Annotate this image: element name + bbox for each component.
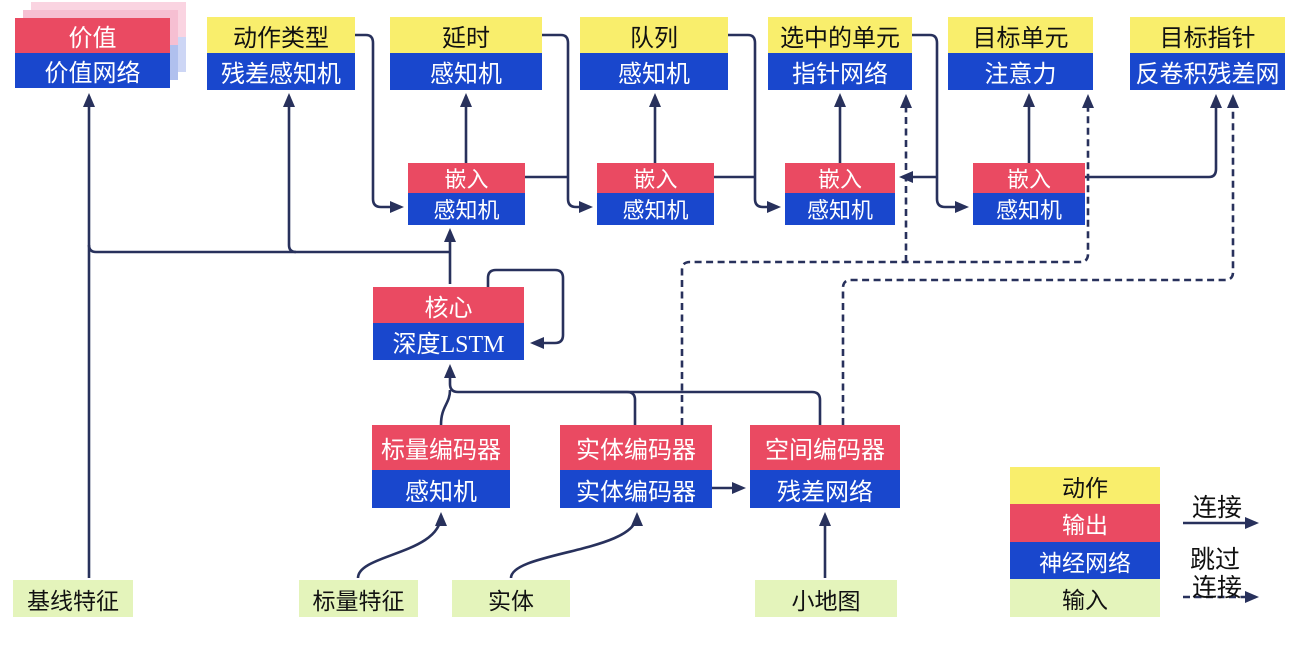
embed-3-network-label: 感知机 — [806, 198, 873, 223]
edge-delay-to-embed2 — [542, 33, 593, 213]
embed-4-network-label: 感知机 — [995, 198, 1062, 223]
input-entities-label: 实体 — [488, 588, 534, 614]
head-action-type-label: 动作类型 — [233, 25, 329, 52]
skip-entity-to-target-unit — [680, 94, 1094, 425]
embed-1: 嵌入 感知机 — [408, 163, 525, 225]
edge-embed4-to-target-point — [1085, 94, 1222, 179]
head-selected-units: 选中的单元 指针网络 — [768, 17, 912, 90]
encoder-spatial: 空间编码器 残差网络 — [750, 425, 900, 508]
edge-core-to-action-type — [283, 93, 297, 254]
head-target-point: 目标指针 反卷积残差网 — [1130, 17, 1285, 90]
input-baseline-features-label: 基线特征 — [27, 588, 119, 614]
encoder-spatial-label: 空间编码器 — [765, 438, 885, 464]
edge-spatial-encoder-to-core — [444, 364, 822, 425]
edge-selected-units-to-embed4 — [912, 33, 969, 213]
embed-3: 嵌入 感知机 — [785, 163, 895, 225]
legend-solid-arrow-label: 连接 — [1192, 495, 1243, 522]
input-minimap: 小地图 — [755, 580, 897, 617]
input-baseline-features: 基线特征 — [13, 580, 133, 617]
head-value-output-label: 价值 — [68, 26, 117, 52]
edge-core-output-left — [87, 244, 450, 254]
embed-4-label: 嵌入 — [1006, 167, 1051, 192]
edge-scalar-features-to-encoder — [356, 512, 447, 579]
head-target-unit-label: 目标单元 — [972, 25, 1069, 52]
embed-3-label: 嵌入 — [817, 167, 862, 192]
head-action-type-network-label: 残差感知机 — [221, 62, 341, 88]
encoder-entity-network-label: 实体编码器 — [576, 479, 696, 506]
head-target-unit: 目标单元 注意力 — [948, 17, 1093, 90]
head-selected-units-network-label: 指针网络 — [792, 62, 888, 88]
core-label: 核心 — [424, 295, 473, 322]
legend-input-label: 输入 — [1062, 588, 1108, 613]
input-scalar-features-label: 标量特征 — [312, 588, 405, 614]
head-action-type: 动作类型 残差感知机 — [207, 17, 355, 90]
edge-scalar-encoder-to-core — [439, 389, 452, 426]
legend-dashed-arrow-label-line1: 跳过 — [1190, 547, 1241, 574]
legend-action-label: 动作 — [1062, 475, 1108, 501]
head-selected-units-label: 选中的单元 — [780, 25, 900, 52]
legend-network-label: 神经网络 — [1039, 550, 1131, 576]
legend-dashed-arrow-label-line2: 连接 — [1192, 575, 1243, 602]
edge-action-type-to-embed1 — [355, 33, 404, 213]
input-scalar-features: 标量特征 — [299, 580, 418, 617]
head-queue-network-label: 感知机 — [618, 62, 690, 88]
encoder-scalar: 标量编码器 感知机 — [372, 425, 510, 508]
legend-color-key: 动作 输出 神经网络 输入 — [1010, 467, 1160, 617]
head-queue: 队列 感知机 — [580, 17, 728, 90]
head-delay: 延时 感知机 — [390, 17, 542, 90]
embed-1-network-label: 感知机 — [433, 198, 500, 223]
head-delay-label: 延时 — [442, 25, 490, 52]
edge-queue-to-embed3 — [728, 33, 781, 213]
core-network-label: 深度LSTM — [392, 332, 505, 358]
encoder-scalar-label: 标量编码器 — [381, 438, 501, 464]
edge-core-self-loop — [486, 268, 565, 349]
embed-2-network-label: 感知机 — [622, 198, 689, 223]
embed-2-label: 嵌入 — [633, 167, 678, 192]
input-minimap-label: 小地图 — [791, 588, 861, 614]
edge-entities-to-encoder — [509, 512, 643, 579]
head-delay-network-label: 感知机 — [430, 62, 502, 88]
encoder-entity-label: 实体编码器 — [576, 438, 696, 464]
encoder-spatial-network-label: 残差网络 — [777, 479, 873, 506]
head-queue-label: 队列 — [630, 25, 678, 52]
edge-entity-encoder-to-core — [600, 390, 637, 425]
head-value: 价值 价值网络 — [15, 18, 170, 88]
embed-4: 嵌入 感知机 — [973, 163, 1085, 225]
core: 核心 深度LSTM — [373, 287, 524, 360]
legend-output-label: 输出 — [1062, 513, 1108, 538]
head-target-point-label: 目标指针 — [1159, 25, 1256, 52]
head-target-point-network-label: 反卷积残差网 — [1135, 62, 1280, 88]
skip-spatial-to-target-point — [841, 94, 1239, 425]
head-target-unit-network-label: 注意力 — [984, 62, 1057, 88]
embed-2: 嵌入 感知机 — [597, 163, 714, 225]
embed-1-label: 嵌入 — [444, 167, 489, 192]
head-value-network-label: 价值网络 — [44, 61, 141, 87]
encoder-entity: 实体编码器 实体编码器 — [560, 425, 712, 508]
encoder-scalar-network-label: 感知机 — [405, 479, 477, 506]
input-entities: 实体 — [452, 580, 570, 617]
